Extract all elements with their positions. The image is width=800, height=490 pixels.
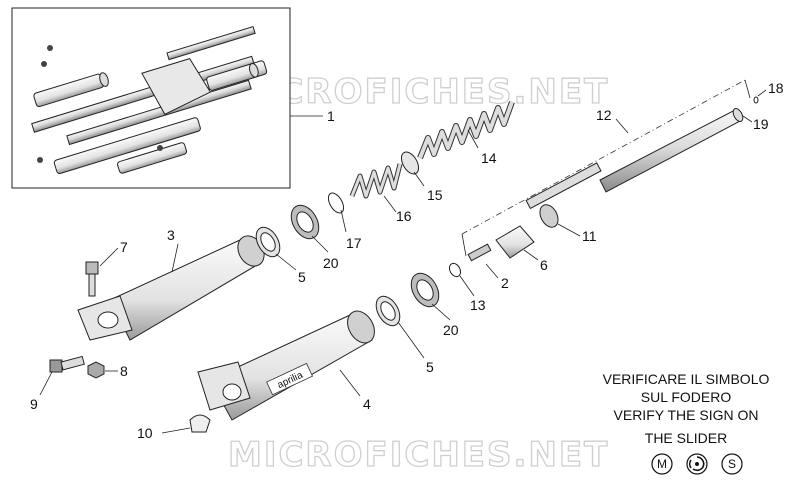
part-5-seal-lower: 5 — [375, 295, 434, 375]
part-20-bushing-lower: 20 — [410, 272, 459, 338]
spiral-symbol-icon — [686, 453, 708, 475]
callout-8: 8 — [120, 363, 128, 379]
part-12-cartridge: 12 — [461, 79, 751, 257]
callout-9: 9 — [30, 396, 38, 412]
callout-7: 7 — [120, 239, 128, 255]
svg-text:S: S — [728, 457, 736, 471]
callout-15: 15 — [427, 187, 443, 203]
s-symbol-icon: S — [721, 453, 743, 475]
part-2-bolt: 2 — [467, 243, 509, 291]
inset-assembly-box: 1 — [11, 7, 335, 189]
part-14-long-spring: 14 — [417, 100, 515, 166]
note-line-4: THE SLIDER — [645, 430, 727, 446]
part-8-nut: 8 — [87, 361, 128, 379]
part-10-cap-nut: 10 — [137, 414, 211, 441]
m-symbol-icon: M — [651, 453, 673, 475]
part-7-screw: 7 — [85, 239, 128, 297]
svg-text:M: M — [657, 457, 667, 471]
part-19-fitting: 19 — [742, 115, 769, 132]
callout-18: 18 — [768, 80, 784, 96]
callout-5b: 5 — [426, 359, 434, 375]
part-15-spacer: 15 — [400, 151, 443, 203]
aprilia-label — [266, 362, 314, 396]
part-9-bolt: 9 — [30, 355, 85, 412]
part-18-oring: 18 — [753, 80, 784, 104]
note-line-3: VERIFY THE SIGN ON — [614, 407, 759, 423]
part-11-cylinder: 11 — [539, 204, 597, 244]
part-3-slider-left: 3 — [77, 227, 265, 341]
callout-17: 17 — [346, 235, 362, 251]
part-20-bushing-upper: 20 — [290, 204, 339, 271]
callout-14: 14 — [481, 150, 497, 166]
callout-19: 19 — [753, 116, 769, 132]
callout-4: 4 — [363, 396, 371, 412]
callout-20b: 20 — [443, 322, 459, 338]
callout-13: 13 — [470, 297, 486, 313]
note-line-1: VERIFICARE IL SIMBOLO — [603, 371, 770, 387]
callout-1: 1 — [327, 108, 335, 124]
callout-6: 6 — [540, 257, 548, 273]
callout-5: 5 — [298, 269, 306, 285]
callout-10: 10 — [137, 425, 153, 441]
part-16-short-spring: 16 — [349, 163, 412, 224]
callout-2: 2 — [501, 275, 509, 291]
callout-3: 3 — [167, 227, 175, 243]
callout-20: 20 — [323, 255, 339, 271]
slider-sign-note: VERIFICARE IL SIMBOLO SUL FODERO VERIFY … — [603, 371, 770, 446]
part-17-washer: 17 — [327, 192, 362, 251]
part-4-slider-right: aprilia 4 — [197, 310, 375, 421]
callout-12: 12 — [596, 107, 612, 123]
slider-symbols: M S — [651, 453, 743, 475]
part-13-washer: 13 — [448, 262, 486, 313]
note-line-2: SUL FODERO — [641, 389, 732, 405]
callout-11: 11 — [582, 228, 597, 244]
part-6-damper: 6 — [495, 225, 548, 273]
part-5-seal-upper: 5 — [255, 226, 306, 285]
watermark-top: MICROFICHES.NET — [228, 72, 609, 112]
callout-16: 16 — [396, 208, 412, 224]
watermark-bottom: MICROFICHES.NET — [228, 435, 609, 475]
